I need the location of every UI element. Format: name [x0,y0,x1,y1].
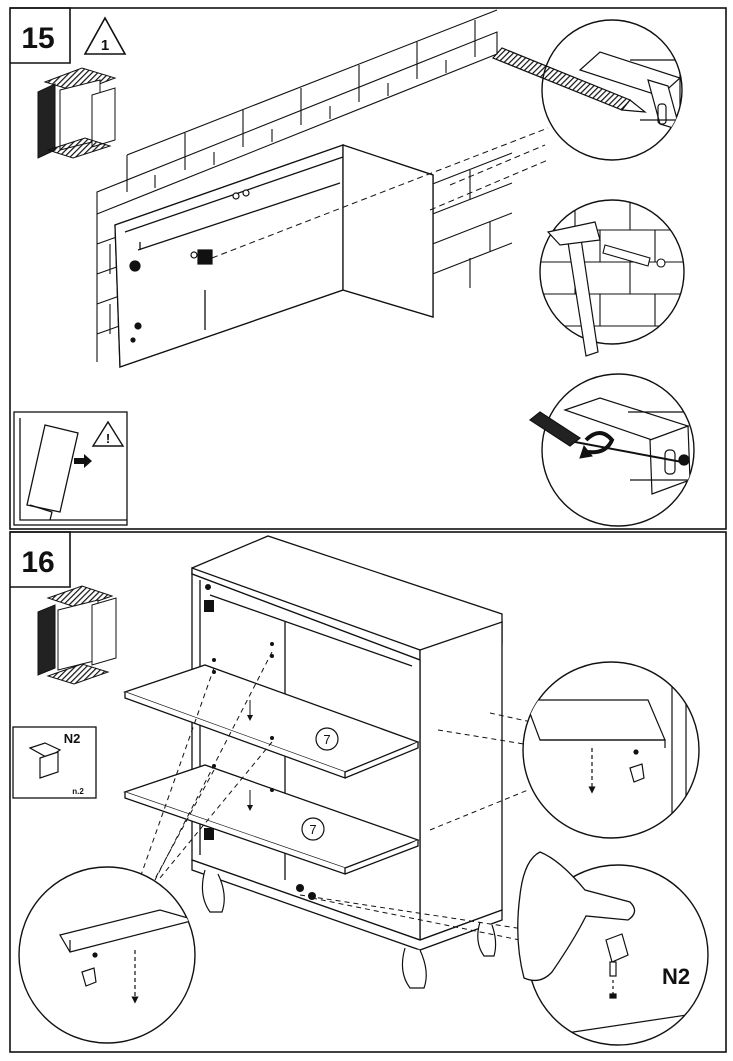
hardware-qty: n.2 [72,787,84,796]
hardware-box [12,726,97,799]
step-15-panel [9,7,727,530]
hammer-icon [546,221,601,357]
cabinet-legs [201,869,497,989]
part-callout-1 [315,727,339,751]
finger-press-icon [517,851,636,982]
detail-circle-hammer [539,199,685,345]
part-callout-1-label: 7 [323,732,330,747]
tip-box [13,411,128,526]
rotate-arrow-icon [579,431,615,459]
part-callout-2-label: 7 [309,822,316,837]
shelf-support-pin-icon [28,742,62,779]
step-16-panel [9,531,727,1053]
detail-circle-screwdriver [541,373,695,527]
warning-triangle-icon [83,16,127,55]
part-callout-2 [301,817,325,841]
shelf-lower [122,764,420,875]
step-15-number: 15 [21,22,54,55]
detail-circle-shelf-right [522,661,700,839]
pencil-icon [491,47,647,113]
cabinet-top-view [114,144,434,368]
detail-circle-pencil [541,19,683,161]
screwdriver-icon [528,411,683,463]
caution-triangle-icon [91,420,125,447]
detail-label: N2 [662,964,690,989]
shelf-upper [123,664,420,779]
warning-number: 1 [101,37,109,54]
push-arrow-icon [74,454,92,468]
step-15-thumbnail [37,67,117,159]
hardware-code: N2 [64,731,81,746]
step-16-number: 16 [21,546,54,579]
step-16-thumbnail [37,585,117,685]
detail-circle-shelf-left [18,866,196,1044]
wall-bracket-marker [129,189,250,343]
caution-symbol: ! [106,431,110,446]
